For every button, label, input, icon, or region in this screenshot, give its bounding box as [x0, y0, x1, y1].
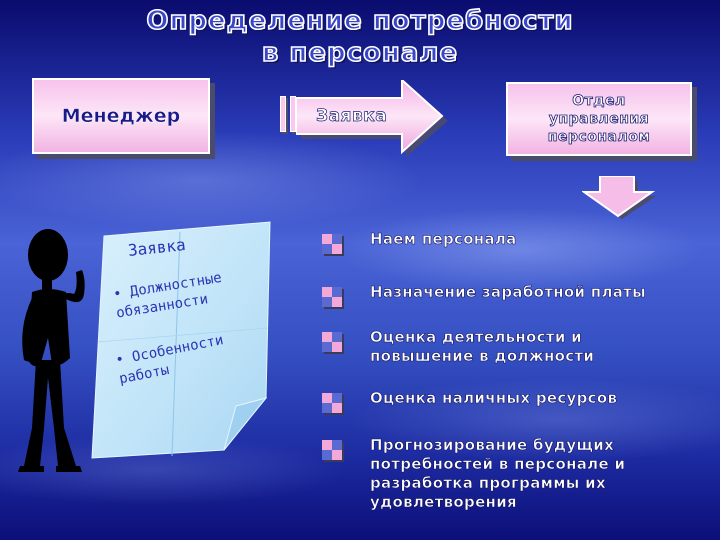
function-label-line1: Оценка деятельности и: [370, 328, 582, 347]
arrow-right-icon: [296, 80, 448, 157]
function-label-line3: разработка программы их: [370, 474, 606, 493]
manager-label: Менеджер: [61, 105, 181, 127]
checker-square-icon: [322, 440, 344, 462]
function-label-line1: Прогнозирование будущих: [370, 436, 615, 455]
dept-line2: управления: [548, 111, 650, 128]
function-label-line4: удовлетворения: [370, 493, 517, 512]
function-label: Наем персонала: [370, 230, 517, 249]
thinking-person-silhouette: [18, 229, 85, 472]
dept-line3: персоналом: [547, 129, 651, 146]
request-document: [91, 221, 271, 459]
function-label: Назначение заработной платы: [370, 283, 647, 302]
dept-line1: Отдел: [572, 93, 626, 110]
request-arrow-label: Заявка: [316, 106, 388, 127]
manager-box: Менеджер: [32, 78, 210, 154]
function-label-line2: потребностей в персонале и: [370, 455, 626, 474]
checker-square-icon: [322, 393, 344, 415]
slide-title-line2: в персонале: [261, 37, 459, 69]
function-label: Оценка наличных ресурсов: [370, 389, 618, 408]
checker-square-icon: [322, 332, 344, 354]
function-label-line2: повышение в должности: [370, 347, 595, 366]
checker-square-icon: [322, 287, 344, 309]
slide-title-line1: Определение потребности: [146, 5, 574, 37]
checker-square-icon: [322, 234, 344, 256]
hr-department-box: Отдел управления персоналом: [506, 82, 692, 156]
arrow-down-icon: [582, 176, 656, 219]
